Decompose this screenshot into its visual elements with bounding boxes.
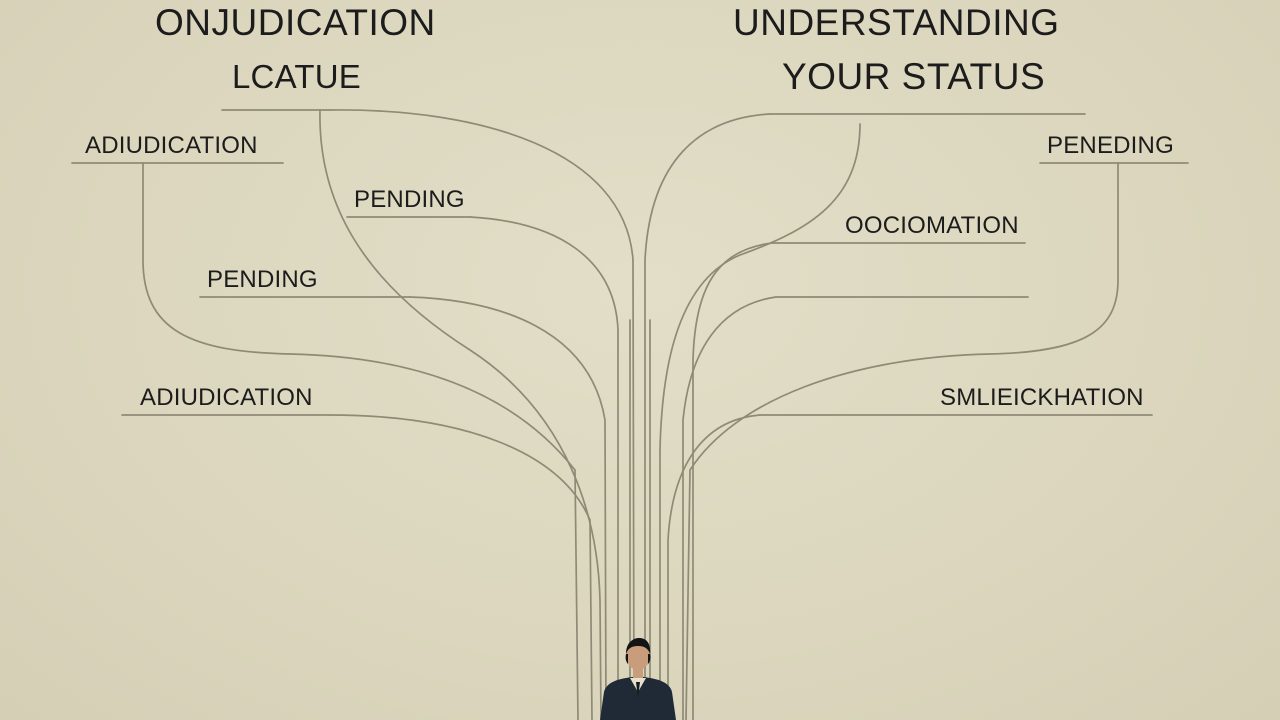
branch-right-outer bbox=[685, 162, 1119, 720]
person-figure-icon bbox=[600, 638, 676, 720]
branch-left-outer bbox=[142, 162, 579, 720]
right-label-2: OOCIOMATION bbox=[845, 212, 1019, 239]
left-subtitle: LCATUE bbox=[232, 58, 361, 95]
branch-right-3 bbox=[682, 296, 777, 720]
right-title-line2: YOUR STATUS bbox=[782, 56, 1046, 97]
left-label-4: ADIUDICATION bbox=[140, 384, 313, 411]
branch-right-2 bbox=[692, 242, 773, 720]
left-label-1: ADIUDICATION bbox=[85, 132, 258, 159]
branch-left-sweep bbox=[319, 109, 602, 720]
right-title-line1: UNDERSTANDING bbox=[733, 2, 1060, 43]
branch-right-sweep bbox=[659, 123, 861, 720]
branch-right-top bbox=[644, 113, 771, 720]
branch-right-4 bbox=[667, 414, 761, 720]
left-title: ONJUDICATION bbox=[155, 2, 436, 43]
branch-left-2 bbox=[469, 216, 619, 720]
right-label-3: SMLIEICKHATION bbox=[940, 384, 1144, 411]
branch-left-4 bbox=[329, 414, 593, 720]
branch-left-top bbox=[329, 109, 635, 720]
right-label-1: PENEDING bbox=[1047, 132, 1174, 159]
left-label-2: PENDING bbox=[354, 186, 465, 213]
left-label-3: PENDING bbox=[207, 266, 318, 293]
branch-left-3 bbox=[409, 296, 607, 720]
